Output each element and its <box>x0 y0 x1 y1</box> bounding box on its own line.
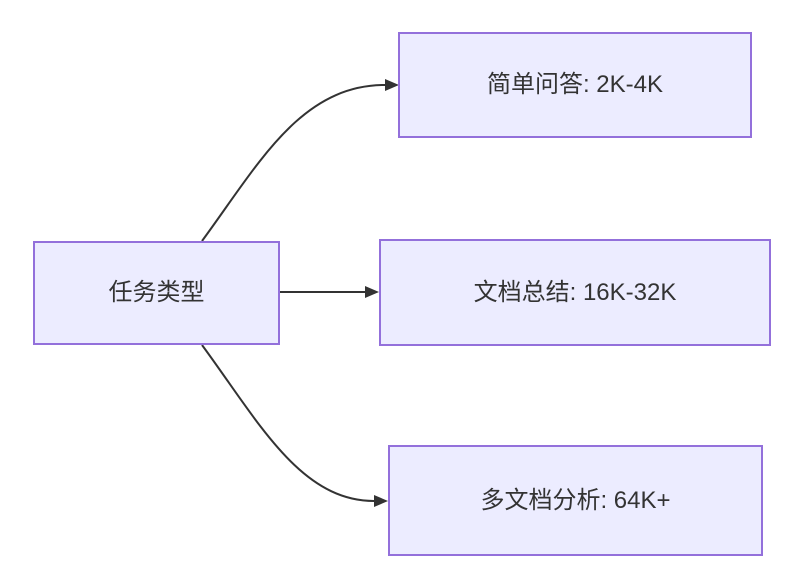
node-multidoc-analysis: 多文档分析: 64K+ <box>388 445 763 556</box>
node-simple-qa-label: 简单问答: 2K-4K <box>486 71 664 99</box>
edge-task-to-multidoc-analysis <box>201 344 388 507</box>
node-doc-summary: 文档总结: 16K-32K <box>379 239 771 346</box>
node-doc-summary-label: 文档总结: 16K-32K <box>473 278 677 306</box>
node-multidoc-analysis-label: 多文档分析: 64K+ <box>480 486 671 514</box>
node-task-type-label: 任务类型 <box>108 279 205 307</box>
node-task-type: 任务类型 <box>33 241 280 345</box>
edge-task-to-simple-qa <box>201 79 399 242</box>
node-simple-qa: 简单问答: 2K-4K <box>398 32 752 138</box>
